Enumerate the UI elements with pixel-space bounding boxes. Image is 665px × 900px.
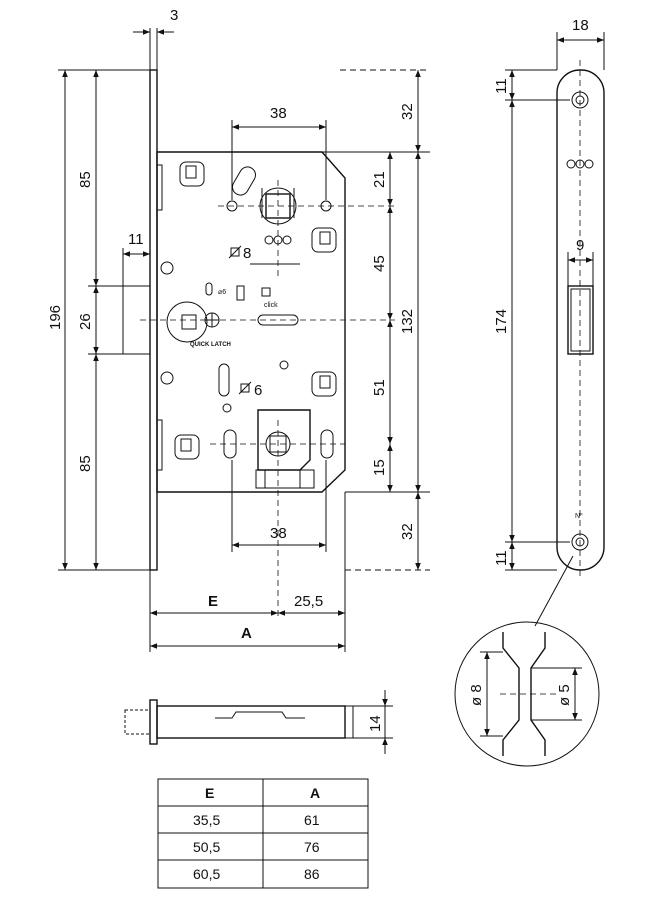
lock-body [156, 151, 346, 493]
dim-85-lower: 85 [77, 455, 94, 472]
dim-E: E [208, 593, 218, 610]
table-cell: 76 [304, 839, 320, 855]
dim-18: 18 [572, 17, 589, 34]
dim-174: 174 [493, 309, 510, 334]
table-cell: 60,5 [193, 866, 220, 882]
dim-32-bottom: 32 [399, 523, 416, 540]
size-table: E A 35,5 61 50,5 76 60,5 86 [157, 778, 369, 889]
click-label: click [264, 302, 278, 309]
dim-25-5: 25,5 [294, 593, 323, 610]
mount-slot-icon [174, 434, 200, 460]
table-header-E: E [205, 785, 214, 801]
quick-latch-label: QUICK LATCH [190, 342, 231, 348]
square-6-icon [238, 381, 252, 395]
dim-26: 26 [77, 313, 94, 330]
dim-A: A [241, 625, 252, 642]
dim-11-latch: 11 [128, 231, 144, 248]
bottom-view: 14 [124, 690, 393, 754]
table-header-A: A [310, 785, 320, 801]
dim-faceplate-thickness: 3 [170, 7, 178, 24]
dim-85-upper: 85 [77, 171, 94, 188]
serial-no-label: N° [575, 512, 583, 520]
dim-32-top: 32 [399, 103, 416, 120]
table-cell: 61 [304, 812, 320, 828]
table-cell: 35,5 [193, 812, 220, 828]
spindle-size-label: 8 [243, 245, 251, 262]
square-spindle-icon [228, 245, 242, 259]
faceplate-side [556, 69, 605, 571]
dim-21: 21 [371, 171, 388, 188]
brand-logo [566, 159, 594, 169]
front-view: 8 ⌀6 click QUICK LATCH 6 [122, 69, 395, 620]
dim-132: 132 [399, 309, 416, 334]
dim-11-side-top: 11 [493, 78, 510, 94]
dim-9: 9 [576, 237, 584, 254]
front-dimensions: 3 38 196 85 26 85 11 32 132 32 [47, 7, 430, 652]
table-cell: 50,5 [193, 839, 220, 855]
square-6-label: 6 [254, 382, 262, 399]
mount-slot-icon [311, 227, 337, 253]
mount-slot-icon [311, 371, 337, 397]
dim-diameter-8: ø 8 [468, 684, 485, 706]
dim-196: 196 [47, 305, 64, 330]
dim-diameter-5: ø 5 [556, 684, 573, 706]
latch-slot [567, 285, 594, 355]
side-dimensions: 18 11 174 11 9 [493, 17, 605, 627]
diameter-6-label: ⌀6 [218, 289, 226, 296]
dim-38-top: 38 [270, 105, 287, 122]
detail-view: ø 8 ø 5 [454, 621, 600, 767]
dim-14: 14 [367, 715, 384, 732]
side-view: N° [556, 60, 605, 580]
dim-11-side-bottom: 11 [493, 550, 510, 566]
dim-15: 15 [371, 459, 388, 476]
mount-slot-icon [179, 161, 205, 187]
dim-51: 51 [371, 379, 388, 396]
dim-45: 45 [371, 255, 388, 272]
table-cell: 86 [304, 866, 320, 882]
dim-38-bottom: 38 [270, 525, 287, 542]
